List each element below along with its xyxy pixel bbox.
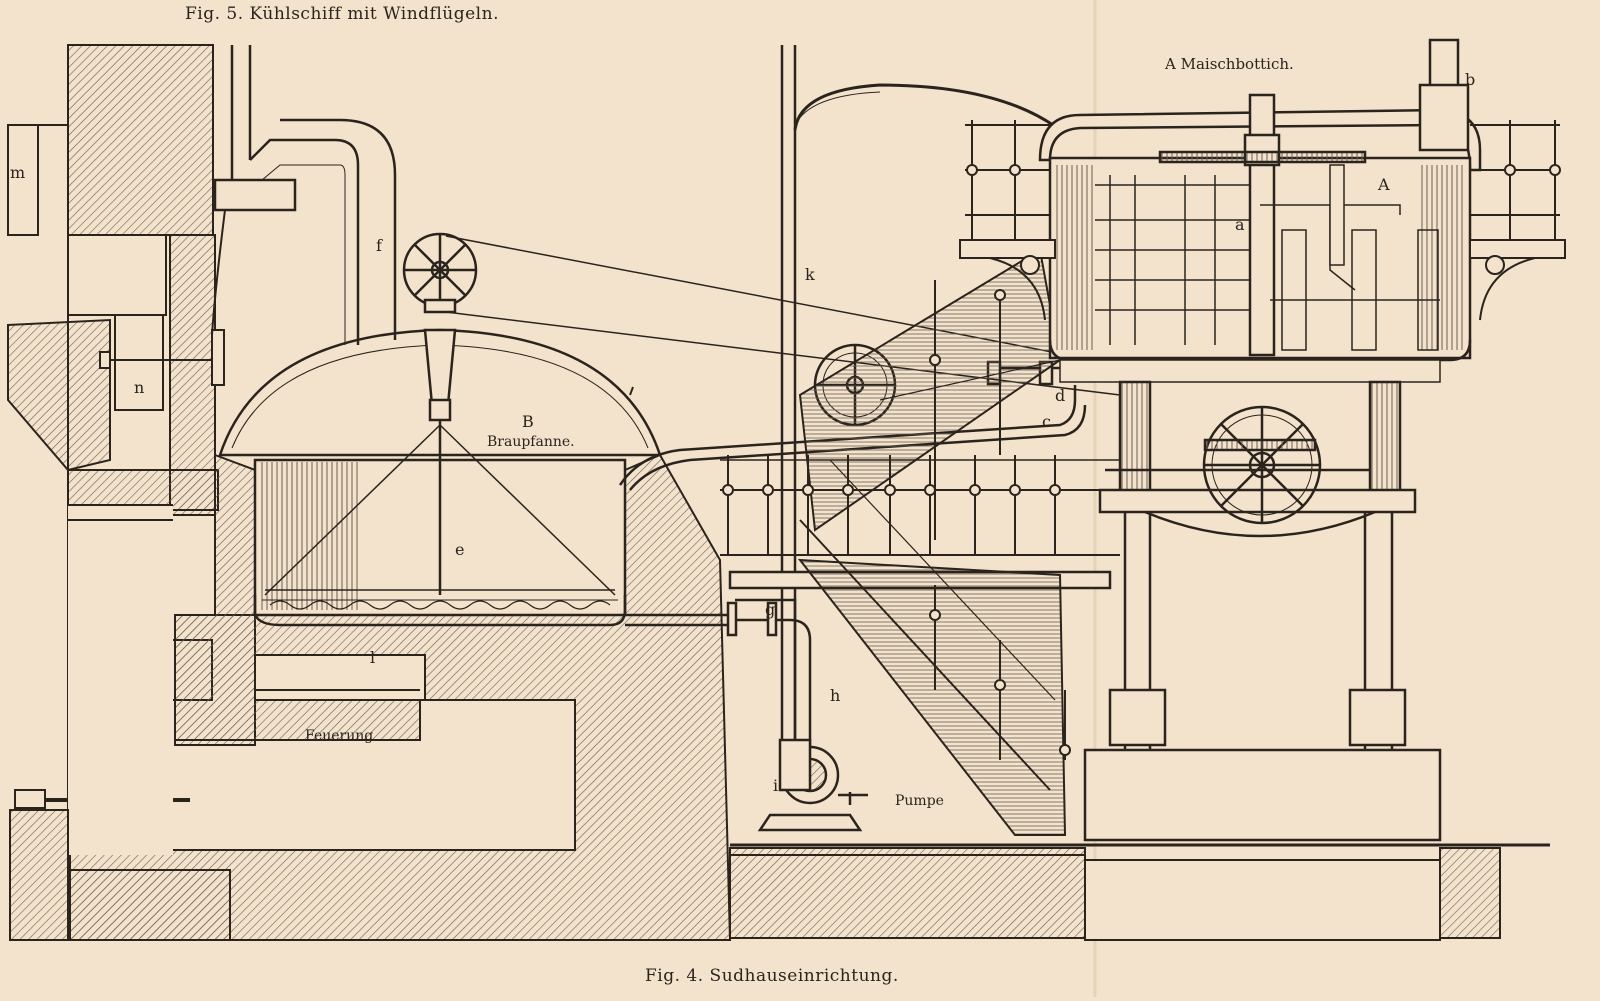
flue-pipe-f [211, 45, 397, 345]
furnace-masonry [9, 453, 732, 941]
label-k: k [805, 265, 815, 284]
label-braupfanne: Braupfanne. [487, 434, 575, 450]
figure5-caption: Fig. 5. Kühlschiff mit Windflügeln. [185, 4, 499, 24]
figure4-caption: Fig. 4. Sudhauseinrichtung. [645, 966, 899, 986]
riser-pipe-k [735, 45, 1061, 790]
label-i: i [773, 776, 779, 795]
label-pumpe: Pumpe [895, 793, 944, 809]
label-f: f [376, 236, 382, 255]
brew-kettle-braupfanne [218, 232, 662, 627]
label-B: B [522, 412, 534, 431]
pump [757, 738, 868, 832]
label-d: d [1055, 386, 1066, 405]
shaft-n [99, 329, 225, 386]
label-a: a [1235, 215, 1245, 234]
staircase [720, 248, 1120, 836]
label-A-inner: A [1378, 175, 1390, 194]
ground [729, 843, 1550, 941]
label-b-top: b [1465, 70, 1476, 89]
label-g: g [765, 600, 776, 619]
railing-posts [722, 280, 1071, 760]
drive-gear [1105, 405, 1370, 525]
label-maischbottich: A Maischbottich. [1165, 55, 1294, 73]
support-frame [1083, 380, 1442, 842]
label-feuerung: Feuerung [305, 728, 374, 744]
masonry-wall-left [7, 44, 256, 840]
mash-tun-maischbottich [1038, 38, 1482, 383]
label-m: m [10, 163, 26, 182]
tun-platform [959, 120, 1566, 321]
label-e: e [455, 540, 465, 559]
label-n: n [134, 378, 145, 397]
label-h: h [830, 686, 841, 705]
label-l: l [370, 648, 376, 667]
label-c: c [1042, 412, 1051, 431]
